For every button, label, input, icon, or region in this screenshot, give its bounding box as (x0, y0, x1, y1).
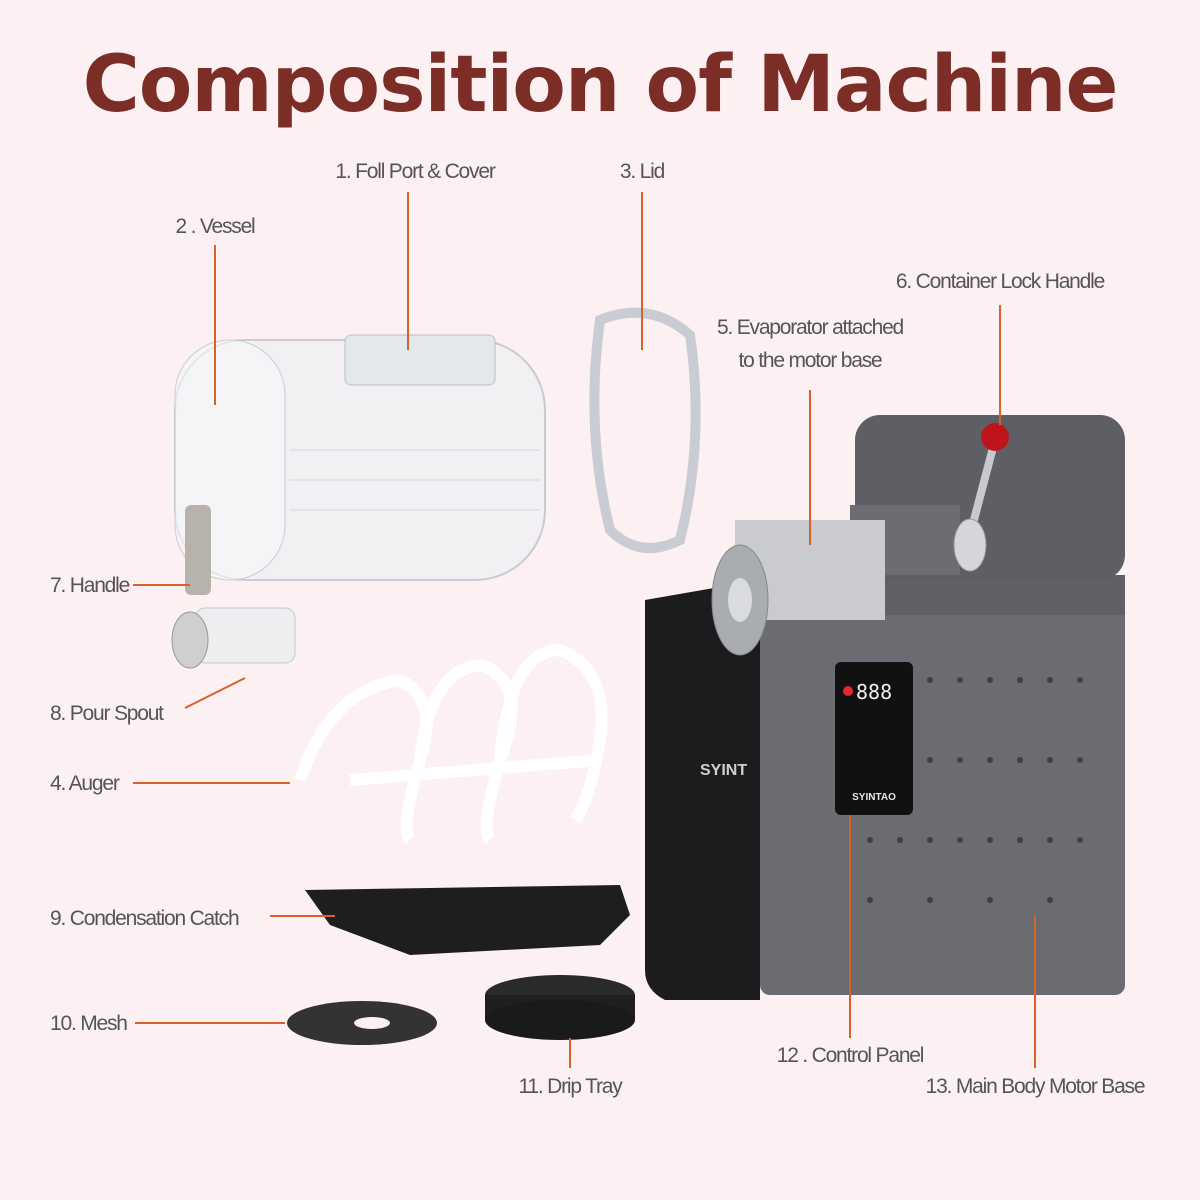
leader-lines (133, 192, 1036, 1068)
container-lock-handle (953, 423, 1009, 572)
brand-logo-side: SYINT (700, 762, 747, 779)
page-title: Composition of Machine (82, 40, 1119, 130)
handle (185, 505, 211, 595)
vent-holes (867, 677, 1083, 903)
label-fill-port-cover: 1. Foll Port & Cover (335, 160, 495, 183)
drip-tray (485, 975, 635, 1040)
vessel (174, 334, 546, 581)
label-auger: 4. Auger (50, 772, 120, 795)
label-pour-spout: 8. Pour Spout (50, 702, 164, 725)
condensation-catch (305, 885, 630, 955)
label-condensation-catch: 9. Condensation Catch (50, 907, 240, 930)
control-panel: 888 SYINTAO (835, 662, 913, 815)
fill-port-cover (344, 334, 496, 386)
label-container-lock-handle: 6. Container Lock Handle (895, 270, 1105, 293)
auger (294, 643, 608, 845)
label-handle: 7. Handle (50, 574, 130, 597)
label-drip-tray: 11. Drip Tray (518, 1075, 622, 1098)
label-evaporator-line2: to the motor base (738, 349, 882, 372)
label-evaporator-line1: 5. Evaporator attached (716, 316, 904, 339)
control-panel-brand: SYINTAO (852, 792, 896, 803)
power-indicator (843, 686, 853, 696)
label-control-panel: 12 . Control Panel (776, 1044, 925, 1067)
label-lid: 3. Lid (619, 160, 665, 183)
lid (589, 307, 701, 553)
label-main-body-motor-base: 13. Main Body Motor Base (925, 1075, 1146, 1098)
display-readout: 888 (856, 680, 892, 704)
label-vessel: 2 . Vessel (175, 215, 255, 238)
label-mesh: 10. Mesh (50, 1012, 128, 1035)
pour-spout (194, 607, 296, 664)
